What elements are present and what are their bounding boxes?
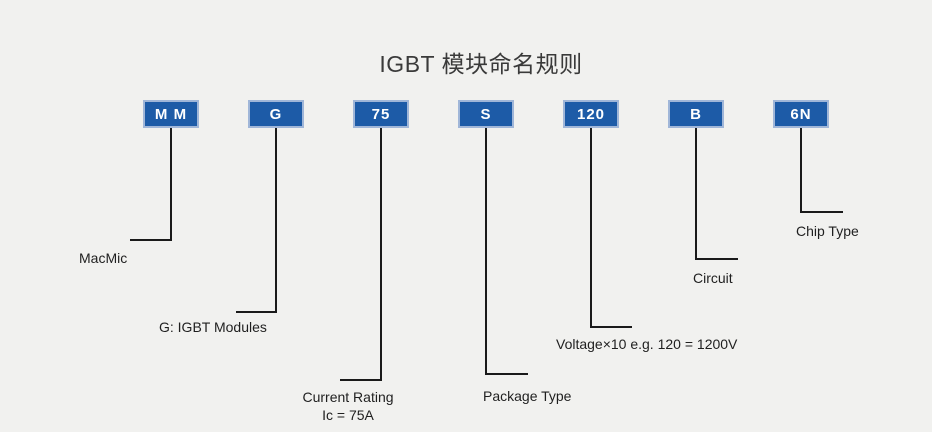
label-voltage: Voltage×10 e.g. 120 = 1200V (556, 336, 738, 352)
connector-vertical-line (590, 128, 592, 328)
connector-horizontal-line (130, 239, 172, 241)
label-current-rating: Current Rating (302, 389, 394, 405)
connector-horizontal-line (340, 379, 382, 381)
code-box-75: 75 (353, 100, 409, 128)
code-box-s: S (458, 100, 514, 128)
connector-vertical-line (380, 128, 382, 381)
connector-vertical-line (800, 128, 802, 213)
connector-vertical-line (485, 128, 487, 375)
connector-vertical-line (695, 128, 697, 260)
code-box-6n: 6N (773, 100, 829, 128)
diagram-title: IGBT 模块命名规则 (379, 51, 583, 77)
connector-horizontal-line (695, 258, 738, 260)
connector-horizontal-line (485, 373, 528, 375)
code-box-mm: M M (143, 100, 199, 128)
label-manufacturer: MacMic (79, 250, 128, 266)
code-box-120: 120 (563, 100, 619, 128)
connector-vertical-line (170, 128, 172, 241)
connector-horizontal-line (590, 326, 632, 328)
label-chip-type: Chip Type (796, 223, 859, 239)
label-current-rating-value: Ic = 75A (322, 407, 374, 423)
connector-horizontal-line (236, 311, 277, 313)
connector-vertical-line (275, 128, 277, 313)
code-box-b: B (668, 100, 724, 128)
label-package-type: Package Type (483, 388, 572, 404)
label-circuit: Circuit (693, 270, 733, 286)
connector-horizontal-line (800, 211, 843, 213)
label-module-type: G: IGBT Modules (159, 319, 267, 335)
code-box-g: G (248, 100, 304, 128)
